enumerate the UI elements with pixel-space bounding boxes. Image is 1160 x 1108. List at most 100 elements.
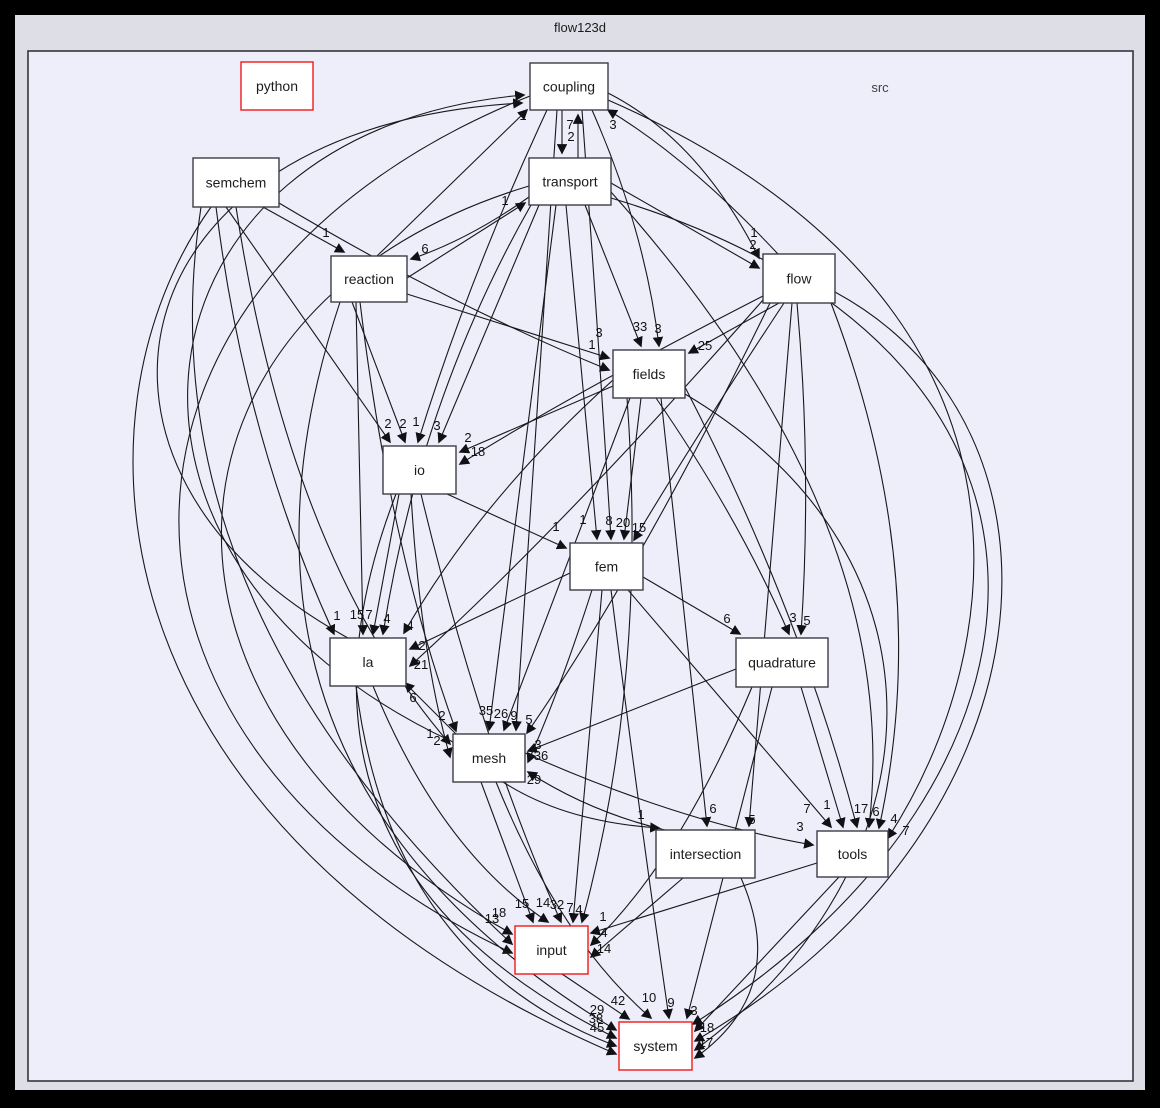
node-system[interactable]: system	[618, 1021, 693, 1071]
node-fem[interactable]: fem	[569, 542, 644, 591]
node-io[interactable]: io	[382, 445, 457, 495]
node-fields-box[interactable]	[612, 349, 686, 399]
edge-fem-to-mesh	[526, 589, 593, 764]
edge-fem-to-input	[568, 589, 603, 924]
edge-transport-to-tools	[610, 191, 876, 829]
edge-mesh-to-input	[480, 781, 535, 924]
node-fields[interactable]: fields	[612, 349, 686, 399]
edge-label-flow-to-system: 17	[699, 1035, 713, 1050]
edge-mesh-to-intersection	[502, 781, 661, 833]
edge-intersection-to-system	[693, 877, 759, 1059]
node-intersection[interactable]: intersection	[655, 829, 756, 879]
edge-label-fields-to-fem: 20	[616, 515, 630, 530]
node-fem-label: fem	[595, 559, 618, 575]
edge-label-tools-to-input: 1	[599, 909, 606, 924]
edge-label-coupling-to-tools: 7	[902, 823, 909, 838]
edge-transport-to-io	[437, 204, 540, 444]
node-coupling-label: coupling	[543, 79, 595, 95]
node-coupling-box[interactable]	[529, 62, 609, 111]
node-io-box[interactable]	[382, 445, 457, 495]
node-transport[interactable]: transport	[528, 157, 612, 206]
edge-label-flow-to-tools: 4	[890, 811, 897, 826]
node-semchem-label: semchem	[206, 175, 267, 191]
node-flow-box[interactable]	[762, 253, 836, 304]
edge-label-transport-to-tools: 6	[872, 804, 879, 819]
edge-label-fields-to-input: 4	[575, 902, 582, 917]
edge-input-to-system	[561, 973, 631, 1020]
edge-label-flow-to-fem: 15	[632, 520, 646, 535]
node-python[interactable]: python	[240, 61, 314, 111]
node-mesh-box[interactable]	[452, 733, 526, 783]
node-input[interactable]: input	[514, 925, 589, 975]
edge-fem-to-la	[408, 572, 571, 650]
edge-label-coupling-to-fields: 3	[654, 321, 661, 336]
edge-fem-to-system	[610, 589, 673, 1020]
edge-reaction-to-mesh	[359, 301, 458, 733]
edge-quadrature-to-tools	[800, 686, 846, 829]
node-quadrature[interactable]: quadrature	[735, 637, 829, 688]
edge-label-transport-to-reaction: 6	[421, 241, 428, 256]
node-intersection-box[interactable]	[655, 829, 756, 879]
edge-label-fem-to-tools: 7	[803, 801, 810, 816]
node-transport-box[interactable]	[528, 157, 612, 206]
node-coupling[interactable]: coupling	[529, 62, 609, 111]
edge-label-input-to-system: 42	[611, 993, 625, 1008]
edge-flow-to-la	[408, 299, 764, 668]
edge-mesh-to-la	[403, 681, 457, 735]
edge-label-fem-to-system: 9	[667, 995, 674, 1010]
node-system-label: system	[633, 1038, 677, 1054]
edge-label-reaction-to-coupling: 1	[519, 108, 526, 123]
node-mesh[interactable]: mesh	[452, 733, 526, 783]
edge-label-semchem-to-input: 13	[485, 911, 499, 926]
edge-label-transport-to-mesh: 35	[479, 703, 493, 718]
edge-io-to-system	[355, 493, 618, 1039]
node-python-box[interactable]	[240, 61, 314, 111]
edge-label-flow-to-coupling: 3	[609, 117, 616, 132]
edge-io-to-mesh	[410, 493, 453, 759]
edge-flow-to-io	[458, 295, 764, 465]
node-la[interactable]: la	[329, 637, 407, 687]
node-fem-box[interactable]	[569, 542, 644, 591]
node-la-box[interactable]	[329, 637, 407, 687]
edge-mesh-to-coupling	[187, 90, 526, 743]
node-quadrature-box[interactable]	[735, 637, 829, 688]
node-tools-box[interactable]	[816, 830, 889, 878]
node-system-box[interactable]	[618, 1021, 693, 1071]
edge-label-flow-to-mesh: 5	[525, 712, 532, 727]
edge-label-fields-to-tools: 17	[854, 801, 868, 816]
node-reaction-box[interactable]	[330, 255, 408, 303]
node-semchem[interactable]: semchem	[192, 157, 280, 208]
edge-label-fields-to-la: 4	[406, 618, 413, 633]
edge-semchem-to-input	[191, 206, 514, 946]
edge-flow-to-tools	[830, 302, 900, 830]
edge-transport-to-flow	[610, 182, 761, 269]
node-flow[interactable]: flow	[762, 253, 836, 304]
edge-label-reaction-to-system: 29	[590, 1002, 604, 1017]
node-reaction-label: reaction	[344, 271, 394, 287]
edge-quadrature-to-mesh	[526, 668, 737, 753]
edge-la-to-coupling	[156, 98, 524, 639]
edge-label-io-to-mesh: 2	[433, 733, 440, 748]
node-tools[interactable]: tools	[816, 830, 889, 878]
edge-io-to-la	[369, 493, 400, 636]
edge-fields-to-input	[579, 397, 633, 924]
edge-label-fem-to-mesh: 36	[534, 748, 548, 763]
edge-label-reaction-to-io: 2	[399, 416, 406, 431]
edge-coupling-to-io	[415, 109, 548, 444]
edge-label-fields-to-quadrature: 3	[789, 610, 796, 625]
edge-fields-to-fem	[619, 397, 642, 541]
edge-tools-to-input	[589, 862, 818, 936]
node-input-box[interactable]	[514, 925, 589, 975]
edge-label-intersection-to-input: 14	[597, 941, 611, 956]
edge-fields-to-system	[684, 393, 888, 1051]
edge-fields-to-intersection	[660, 397, 712, 828]
edge-label-quadrature-to-input: 4	[600, 925, 607, 940]
node-semchem-box[interactable]	[192, 157, 280, 208]
node-reaction[interactable]: reaction	[330, 255, 408, 303]
edge-label-transport-to-io: 3	[433, 418, 440, 433]
edge-fem-to-tools	[627, 589, 833, 829]
edge-label-semchem-to-fields: 1	[588, 337, 595, 352]
edge-label-semchem-to-io: 2	[384, 416, 391, 431]
